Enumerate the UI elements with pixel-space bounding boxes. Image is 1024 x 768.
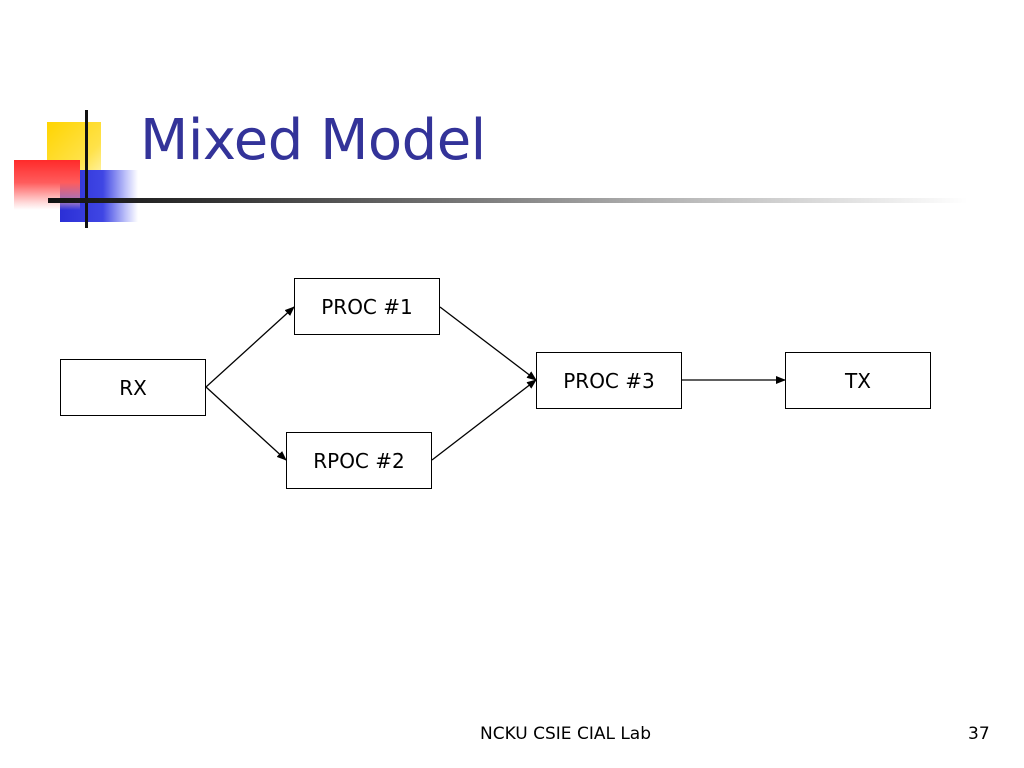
node-rpoc2: RPOC #2 <box>286 432 432 489</box>
edge-rx-to-rpoc2 <box>205 386 287 461</box>
node-rpoc2-label: RPOC #2 <box>313 448 405 473</box>
logo-vertical-line <box>85 110 88 228</box>
edge-rpoc2-to-proc3 <box>431 379 537 461</box>
node-proc3-label: PROC #3 <box>563 368 655 393</box>
slide-title: Mixed Model <box>140 108 486 173</box>
node-rx-label: RX <box>119 375 147 400</box>
node-proc1: PROC #1 <box>294 278 440 335</box>
node-proc3: PROC #3 <box>536 352 682 409</box>
page-number: 37 <box>968 724 990 744</box>
node-proc1-label: PROC #1 <box>321 294 413 319</box>
title-underline-rule <box>48 198 968 203</box>
edge-rx-to-proc1 <box>205 306 295 388</box>
node-tx-label: TX <box>845 368 871 393</box>
edge-proc1-to-proc3 <box>439 306 537 381</box>
node-tx: TX <box>785 352 931 409</box>
slide-footer: NCKU CSIE CIAL Lab <box>480 724 652 744</box>
node-rx: RX <box>60 359 206 416</box>
